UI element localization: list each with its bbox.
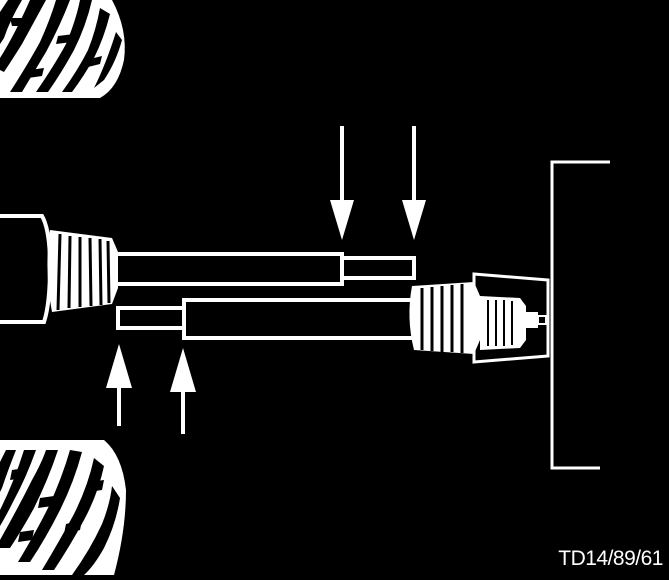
lower-tire-icon [0,440,126,575]
upper-tire-icon [0,0,125,98]
right-cv-boot-icon [409,282,480,354]
gearbox-bracket [550,160,610,470]
lower-shaft-end [116,306,186,330]
arrow-up-icon [170,348,196,434]
arrow-down-icon [402,126,426,240]
arrow-up-icon [106,344,132,426]
arrow-down-icon [330,126,354,240]
left-cv-boot-icon [47,230,118,312]
upper-shaft-end [340,256,416,280]
figure-reference-code: TD14/89/61 [558,547,663,570]
differential-housing [472,272,550,364]
